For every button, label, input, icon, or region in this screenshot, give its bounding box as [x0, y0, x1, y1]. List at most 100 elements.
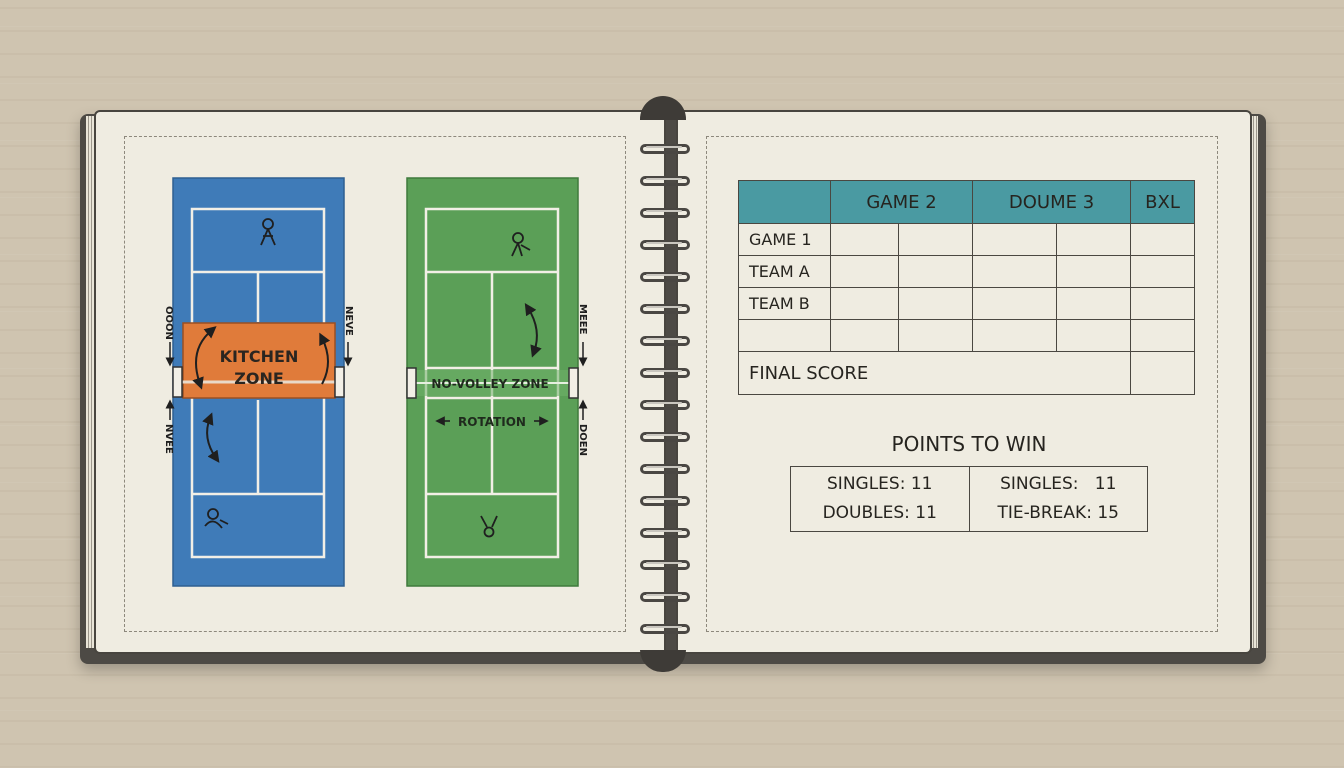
ring-highlight — [646, 594, 682, 596]
ring-highlight — [646, 498, 682, 500]
ring-highlight — [646, 530, 682, 532]
ring-highlight — [646, 178, 682, 180]
ring-highlight — [646, 562, 682, 564]
binding-ring — [636, 272, 692, 284]
row-label: TEAM A — [738, 255, 831, 288]
table-row — [738, 319, 1195, 352]
player-icon — [204, 508, 229, 529]
table-row: TEAM A — [738, 255, 1195, 288]
ring-highlight — [646, 434, 682, 436]
rotation-label: ROTATION — [458, 415, 526, 429]
spine-bottom-cap — [640, 650, 686, 672]
score-cell[interactable] — [1056, 319, 1131, 352]
ring-highlight — [646, 370, 682, 372]
final-score-cell[interactable] — [1130, 351, 1195, 395]
ring-loop — [640, 560, 690, 570]
ring-loop — [640, 432, 690, 442]
score-cell[interactable] — [1056, 287, 1131, 320]
score-cell[interactable] — [830, 255, 899, 288]
score-cell[interactable] — [972, 223, 1057, 256]
blue-court: KITCHEN ZONE OOON NEVE NVEE — [163, 177, 354, 587]
right-page-edges — [1248, 116, 1258, 648]
ring-highlight — [646, 626, 682, 628]
kitchen-label-line1: KITCHEN — [220, 347, 299, 366]
final-score-label: FINAL SCORE — [738, 351, 1131, 395]
binding-ring — [636, 400, 692, 412]
ring-loop — [640, 272, 690, 282]
score-cell[interactable] — [1130, 287, 1195, 320]
binding-ring — [636, 144, 692, 156]
ring-loop — [640, 368, 690, 378]
score-cell[interactable] — [972, 255, 1057, 288]
no-volley-zone-label: NO-VOLLEY ZONE — [431, 377, 548, 391]
ring-loop — [640, 400, 690, 410]
score-table: GAME 2 DOUME 3 BXL GAME 1 TEAM A TEAM B … — [738, 180, 1195, 395]
final-score-row: FINAL SCORE — [738, 351, 1195, 395]
ring-highlight — [646, 466, 682, 468]
blue-side-label-top-right: NEVE — [343, 306, 354, 336]
score-cell[interactable] — [1130, 255, 1195, 288]
score-cell[interactable] — [898, 319, 973, 352]
ring-loop — [640, 336, 690, 346]
points-tie-break: TIE-BREAK: 15 — [997, 503, 1119, 523]
blue-rotation-arrow — [202, 412, 220, 463]
binding-ring — [636, 336, 692, 348]
row-label — [738, 319, 831, 352]
score-cell[interactable] — [830, 319, 899, 352]
score-cell[interactable] — [972, 287, 1057, 320]
ring-highlight — [646, 210, 682, 212]
score-cell[interactable] — [830, 287, 899, 320]
score-table-header: GAME 2 DOUME 3 BXL — [738, 180, 1195, 224]
ring-highlight — [646, 274, 682, 276]
green-rotation-arrow — [524, 302, 542, 358]
right-page-dashed-border — [706, 136, 1218, 632]
green-side-label-top-right: MEEE — [577, 304, 588, 335]
binding-ring — [636, 368, 692, 380]
ring-loop — [640, 592, 690, 602]
ring-loop — [640, 176, 690, 186]
player-icon — [480, 515, 498, 538]
score-cell[interactable] — [898, 255, 973, 288]
ring-loop — [640, 624, 690, 634]
blue-side-label-top-left: OOON — [163, 306, 174, 340]
score-header-corner — [738, 180, 831, 224]
score-cell[interactable] — [1056, 223, 1131, 256]
ring-loop — [640, 208, 690, 218]
score-header-doume-3: DOUME 3 — [972, 180, 1131, 224]
score-cell[interactable] — [1130, 223, 1195, 256]
blue-net-post-left — [172, 366, 183, 398]
points-to-win-box: SINGLES: 11 DOUBLES: 11 SINGLES: 11 TIE-… — [790, 466, 1148, 532]
points-to-win-title: POINTS TO WIN — [891, 432, 1047, 456]
binding-ring — [636, 304, 692, 316]
points-to-win-right-column: SINGLES: 11 TIE-BREAK: 15 — [968, 467, 1148, 531]
blue-net-post-right — [334, 366, 345, 398]
score-cell[interactable] — [830, 223, 899, 256]
points-to-win-left-column: SINGLES: 11 DOUBLES: 11 — [791, 467, 969, 531]
points-singles-alt: SINGLES: 11 — [1000, 474, 1117, 494]
player-icon — [511, 232, 531, 257]
points-doubles: DOUBLES: 11 — [822, 503, 937, 523]
green-side-label-bottom-right: DOEN — [577, 424, 588, 456]
table-row: TEAM B — [738, 287, 1195, 320]
ring-loop — [640, 144, 690, 154]
green-net-post-left — [406, 367, 417, 399]
ring-highlight — [646, 242, 682, 244]
binding-ring — [636, 592, 692, 604]
binding-ring — [636, 432, 692, 444]
ring-highlight — [646, 306, 682, 308]
ring-highlight — [646, 338, 682, 340]
score-cell[interactable] — [1130, 319, 1195, 352]
binding-ring — [636, 464, 692, 476]
score-cell[interactable] — [1056, 255, 1131, 288]
player-icon — [260, 218, 276, 246]
left-page-dashed-border — [124, 136, 626, 632]
binding-ring — [636, 560, 692, 572]
table-row: GAME 1 — [738, 223, 1195, 256]
score-cell[interactable] — [972, 319, 1057, 352]
green-net-post-right — [568, 367, 579, 399]
binding-ring — [636, 496, 692, 508]
score-cell[interactable] — [898, 223, 973, 256]
binding-ring — [636, 624, 692, 636]
kitchen-label-line2: ZONE — [234, 369, 284, 388]
score-cell[interactable] — [898, 287, 973, 320]
